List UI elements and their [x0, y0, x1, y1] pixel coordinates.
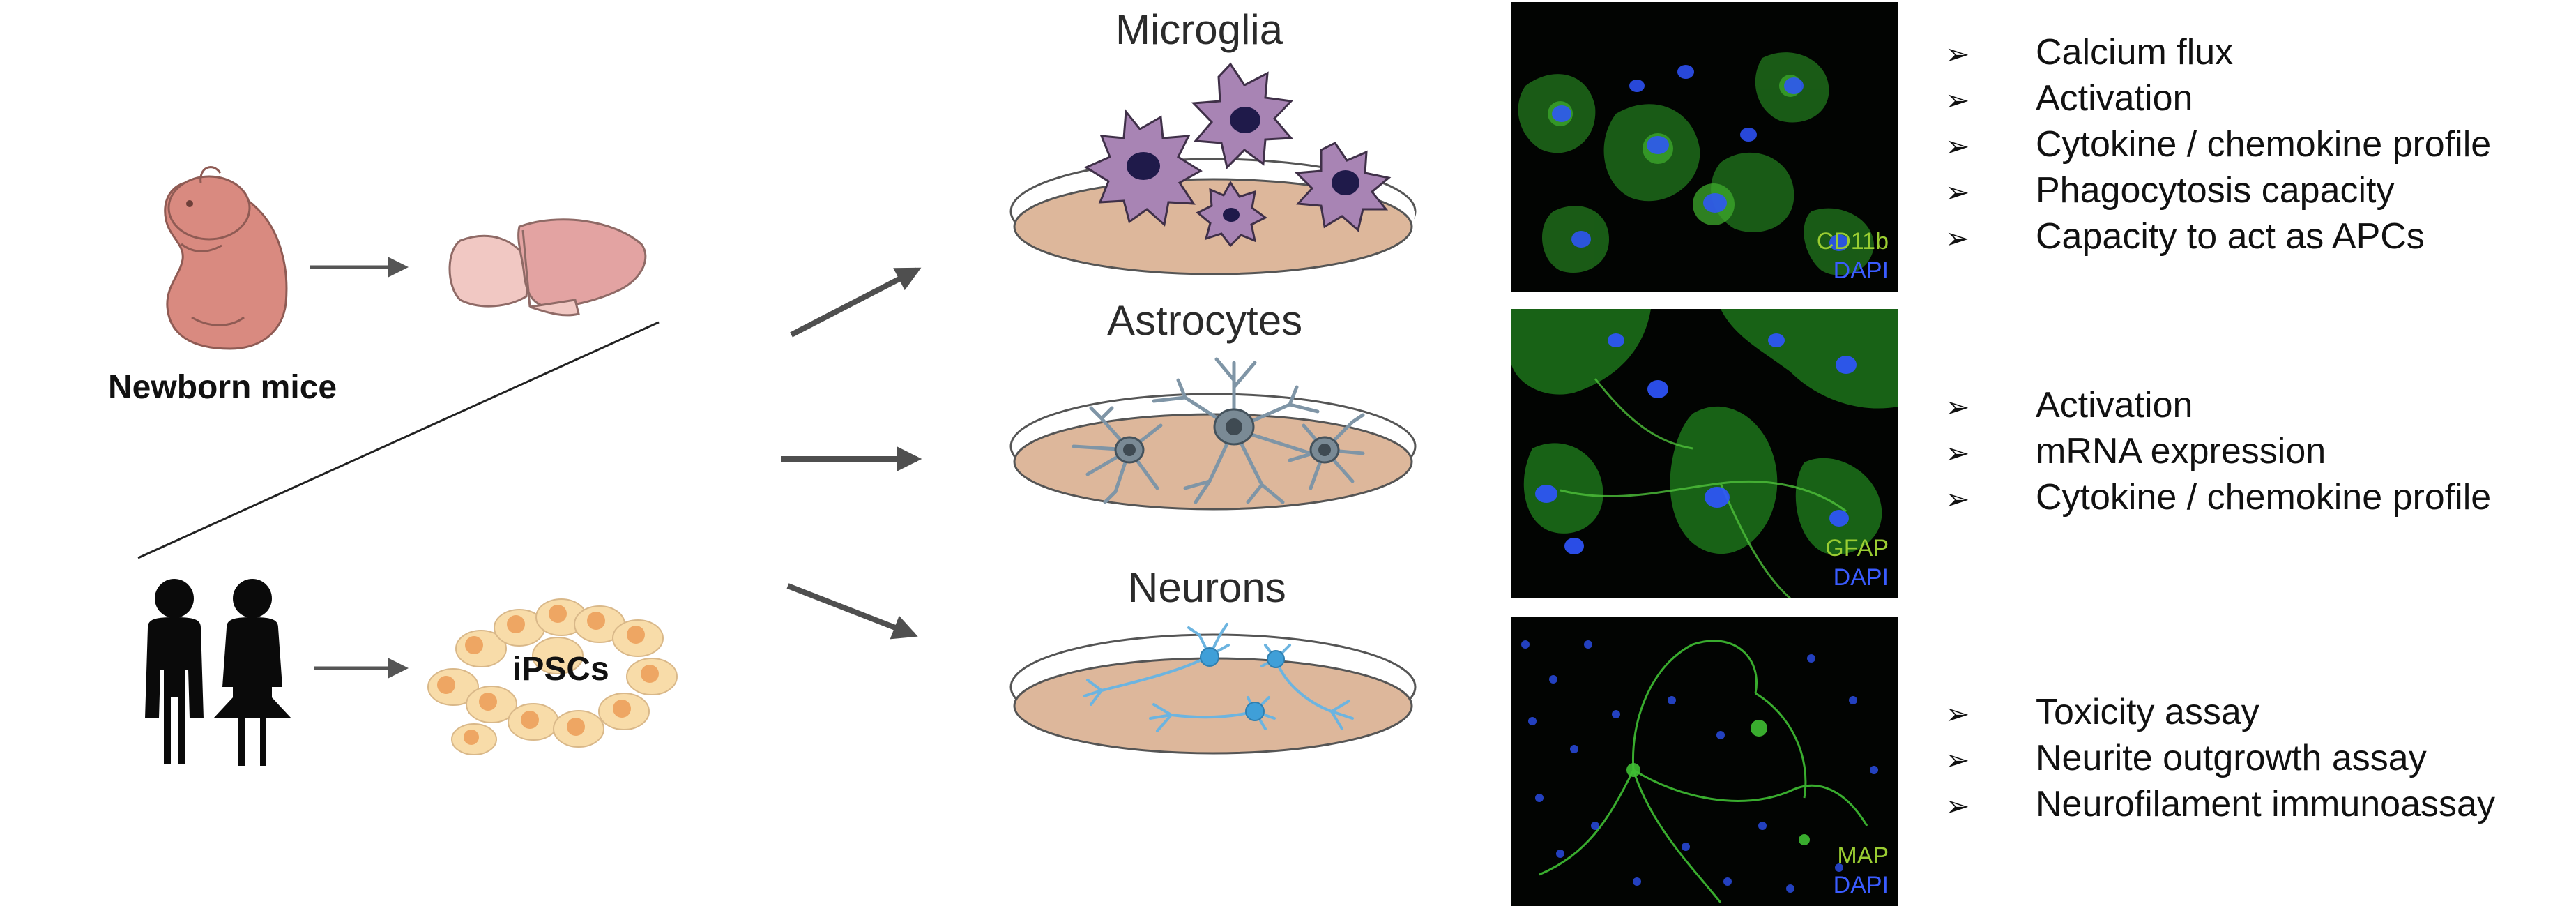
astrocyte-micrograph: GFAP DAPI — [1511, 309, 1898, 598]
neuron-dish — [1009, 633, 1417, 755]
readout-item: ➢Neurite outgrowth assay — [1945, 735, 2495, 781]
microglia-nuclei — [1127, 107, 1359, 222]
astrocyte-stain-render — [1511, 309, 1898, 598]
neuron-cells — [1083, 623, 1354, 732]
astrocyte-readouts: ➢Activation ➢mRNA expression ➢Cytokine /… — [1945, 382, 2491, 520]
divider-line — [137, 321, 660, 559]
microglia-title: Microglia — [1115, 6, 1283, 53]
astrocytes-title: Astrocytes — [1107, 297, 1303, 344]
microglia-stain-render — [1518, 52, 1874, 275]
arrowhead-bullet-icon: ➢ — [1945, 790, 1970, 822]
astrocyte-cells — [1072, 357, 1365, 504]
stain-label-map: MAP — [1837, 843, 1889, 869]
neuron-stain-render — [1521, 640, 1878, 903]
newborn-mice-label: Newborn mice — [108, 369, 337, 406]
readout-item: ➢Phagocytosis capacity — [1945, 167, 2491, 213]
readout-item: ➢mRNA expression — [1945, 428, 2491, 474]
people-icon — [145, 579, 291, 766]
neuron-somata — [1200, 647, 1285, 721]
stain-label-dapi-3: DAPI — [1833, 872, 1889, 898]
ipsc-label: iPSCs — [512, 651, 609, 688]
arrowhead-bullet-icon: ➢ — [1945, 437, 1970, 469]
neurons-title: Neurons — [1128, 564, 1286, 611]
ipsc-cluster-icon — [427, 598, 678, 755]
arrowhead-bullet-icon: ➢ — [1945, 391, 1970, 423]
arrow-to-neurons — [786, 583, 918, 640]
stain-label-cd11b: CD11b — [1816, 228, 1889, 255]
stain-label-gfap: GFAP — [1825, 535, 1889, 561]
arrowhead-bullet-icon: ➢ — [1945, 38, 1970, 70]
arrowhead-bullet-icon: ➢ — [1945, 697, 1970, 730]
arrowhead-bullet-icon: ➢ — [1945, 222, 1970, 255]
arrowhead-bullet-icon: ➢ — [1945, 743, 1970, 776]
stain-label-dapi-2: DAPI — [1833, 564, 1889, 591]
readout-item: ➢Activation — [1945, 75, 2491, 121]
arrowhead-bullet-icon: ➢ — [1945, 84, 1970, 116]
astrocyte-nuclei — [1114, 408, 1340, 464]
astrocyte-nucleoli — [1123, 418, 1331, 456]
stain-label-dapi-1: DAPI — [1833, 257, 1889, 284]
microglia-readouts: ➢Calcium flux ➢Activation ➢Cytokine / ch… — [1945, 29, 2491, 259]
newborn-mouse-icon — [164, 166, 288, 350]
readout-item: ➢Capacity to act as APCs — [1945, 213, 2491, 259]
mouse-brain-icon — [448, 218, 647, 317]
readout-item: ➢Cytokine / chemokine profile — [1945, 121, 2491, 167]
arrowhead-bullet-icon: ➢ — [1945, 483, 1970, 515]
readout-item: ➢Calcium flux — [1945, 29, 2491, 75]
arrow-to-microglia — [790, 267, 922, 338]
arrowhead-bullet-icon: ➢ — [1945, 130, 1970, 163]
neuron-readouts: ➢Toxicity assay ➢Neurite outgrowth assay… — [1945, 689, 2495, 827]
neuron-micrograph: MAP DAPI — [1511, 617, 1898, 906]
readout-item: ➢Neurofilament immunoassay — [1945, 781, 2495, 827]
readout-item: ➢Cytokine / chemokine profile — [1945, 474, 2491, 520]
arrowhead-bullet-icon: ➢ — [1945, 176, 1970, 209]
readout-item: ➢Toxicity assay — [1945, 689, 2495, 735]
readout-item: ➢Activation — [1945, 382, 2491, 428]
microglia-micrograph: CD11b DAPI — [1511, 2, 1898, 292]
